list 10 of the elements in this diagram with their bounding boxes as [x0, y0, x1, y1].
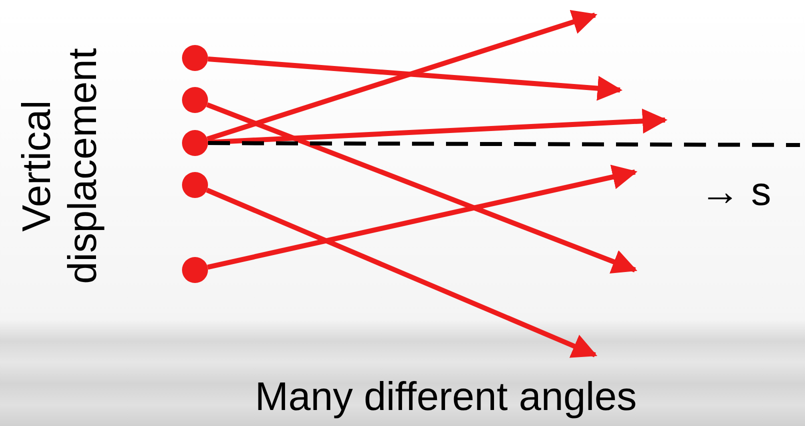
axis-label: → s	[700, 170, 772, 215]
arrow	[207, 164, 638, 270]
caption-text: Many different angles	[255, 375, 637, 420]
arrow	[208, 56, 622, 101]
reference-line	[208, 141, 800, 147]
arrow	[208, 108, 668, 145]
arrow	[206, 10, 598, 142]
arrow	[206, 102, 638, 274]
arrow	[206, 188, 598, 358]
axis-label: Vertical displacement	[14, 47, 106, 286]
